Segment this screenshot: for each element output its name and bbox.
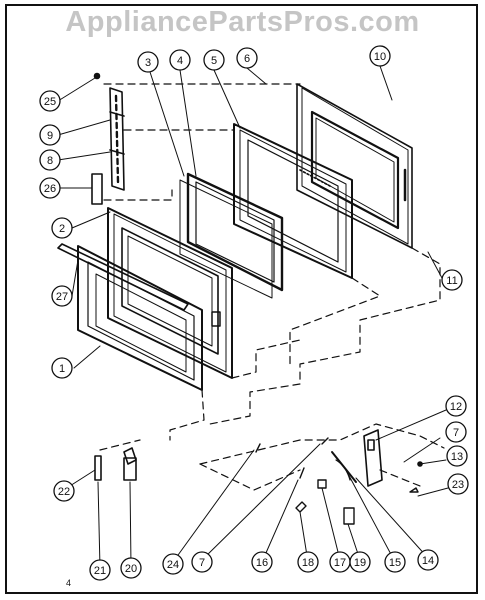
callout-number: 15 xyxy=(389,557,401,569)
callout-number: 11 xyxy=(446,275,457,287)
callout-number: 4 xyxy=(177,55,183,67)
callout-number: 7 xyxy=(199,557,205,569)
callout-number: 17 xyxy=(334,557,346,569)
callout-number: 8 xyxy=(47,155,53,167)
callout-7: 7 xyxy=(445,421,467,443)
callout-7: 7 xyxy=(191,551,213,573)
rear-door-panel xyxy=(296,83,413,249)
callout-11: 11 xyxy=(441,269,463,291)
callout-number: 25 xyxy=(44,96,56,108)
callout-22: 22 xyxy=(53,480,75,502)
callout-number: 14 xyxy=(422,555,434,567)
callout-25: 25 xyxy=(39,90,61,112)
page-number: 4 xyxy=(66,578,72,588)
callout-number: 10 xyxy=(374,51,386,63)
callout-number: 16 xyxy=(256,557,268,569)
latch-hardware xyxy=(94,447,137,481)
callout-number: 20 xyxy=(125,563,137,575)
callout-15: 15 xyxy=(384,551,406,573)
callout-12: 12 xyxy=(445,395,467,417)
callout-21: 21 xyxy=(89,559,111,581)
callout-14: 14 xyxy=(417,549,439,571)
callout-number: 6 xyxy=(244,53,250,65)
callout-9: 9 xyxy=(39,124,61,146)
callout-number: 21 xyxy=(94,565,106,577)
callout-number: 19 xyxy=(354,557,366,569)
screw-25 xyxy=(93,72,101,80)
small-bracket xyxy=(91,173,103,205)
leader-lines xyxy=(57,65,449,569)
callout-2: 2 xyxy=(51,217,73,239)
callout-27: 27 xyxy=(51,285,73,307)
top-trim-strip xyxy=(57,243,189,311)
callout-19: 19 xyxy=(349,551,371,573)
callout-number: 23 xyxy=(452,479,464,491)
diagram-border xyxy=(5,4,478,594)
callout-1: 1 xyxy=(51,357,73,379)
callout-number: 3 xyxy=(145,57,151,69)
callout-number: 9 xyxy=(47,130,53,142)
hinge-assembly xyxy=(255,429,423,525)
callout-number: 12 xyxy=(450,401,462,413)
assembly-guide-lines xyxy=(99,83,445,491)
door-frame xyxy=(233,123,353,279)
callout-number: 2 xyxy=(59,223,65,235)
callout-6: 6 xyxy=(236,47,258,69)
hinge-channel xyxy=(109,87,125,191)
callout-number: 7 xyxy=(453,427,459,439)
callout-18: 18 xyxy=(297,551,319,573)
callout-number: 1 xyxy=(59,363,65,375)
callout-8: 8 xyxy=(39,149,61,171)
callout-10: 10 xyxy=(369,45,391,67)
callout-number: 27 xyxy=(56,291,68,303)
callout-number: 22 xyxy=(58,486,70,498)
callout-16: 16 xyxy=(251,551,273,573)
callout-number: 26 xyxy=(44,183,56,195)
callout-number: 24 xyxy=(167,559,179,571)
callout-13: 13 xyxy=(446,445,468,467)
callout-17: 17 xyxy=(329,551,351,573)
callout-20: 20 xyxy=(120,557,142,579)
glass-gasket xyxy=(179,179,273,299)
callout-26: 26 xyxy=(39,177,61,199)
callout-23: 23 xyxy=(447,473,469,495)
callout-3: 3 xyxy=(137,51,159,73)
callout-number: 5 xyxy=(211,55,217,67)
callout-5: 5 xyxy=(203,49,225,71)
callout-number: 18 xyxy=(302,557,314,569)
callout-4: 4 xyxy=(169,49,191,71)
callout-24: 24 xyxy=(162,553,184,575)
callout-number: 13 xyxy=(451,451,463,463)
inner-glass xyxy=(186,172,284,292)
